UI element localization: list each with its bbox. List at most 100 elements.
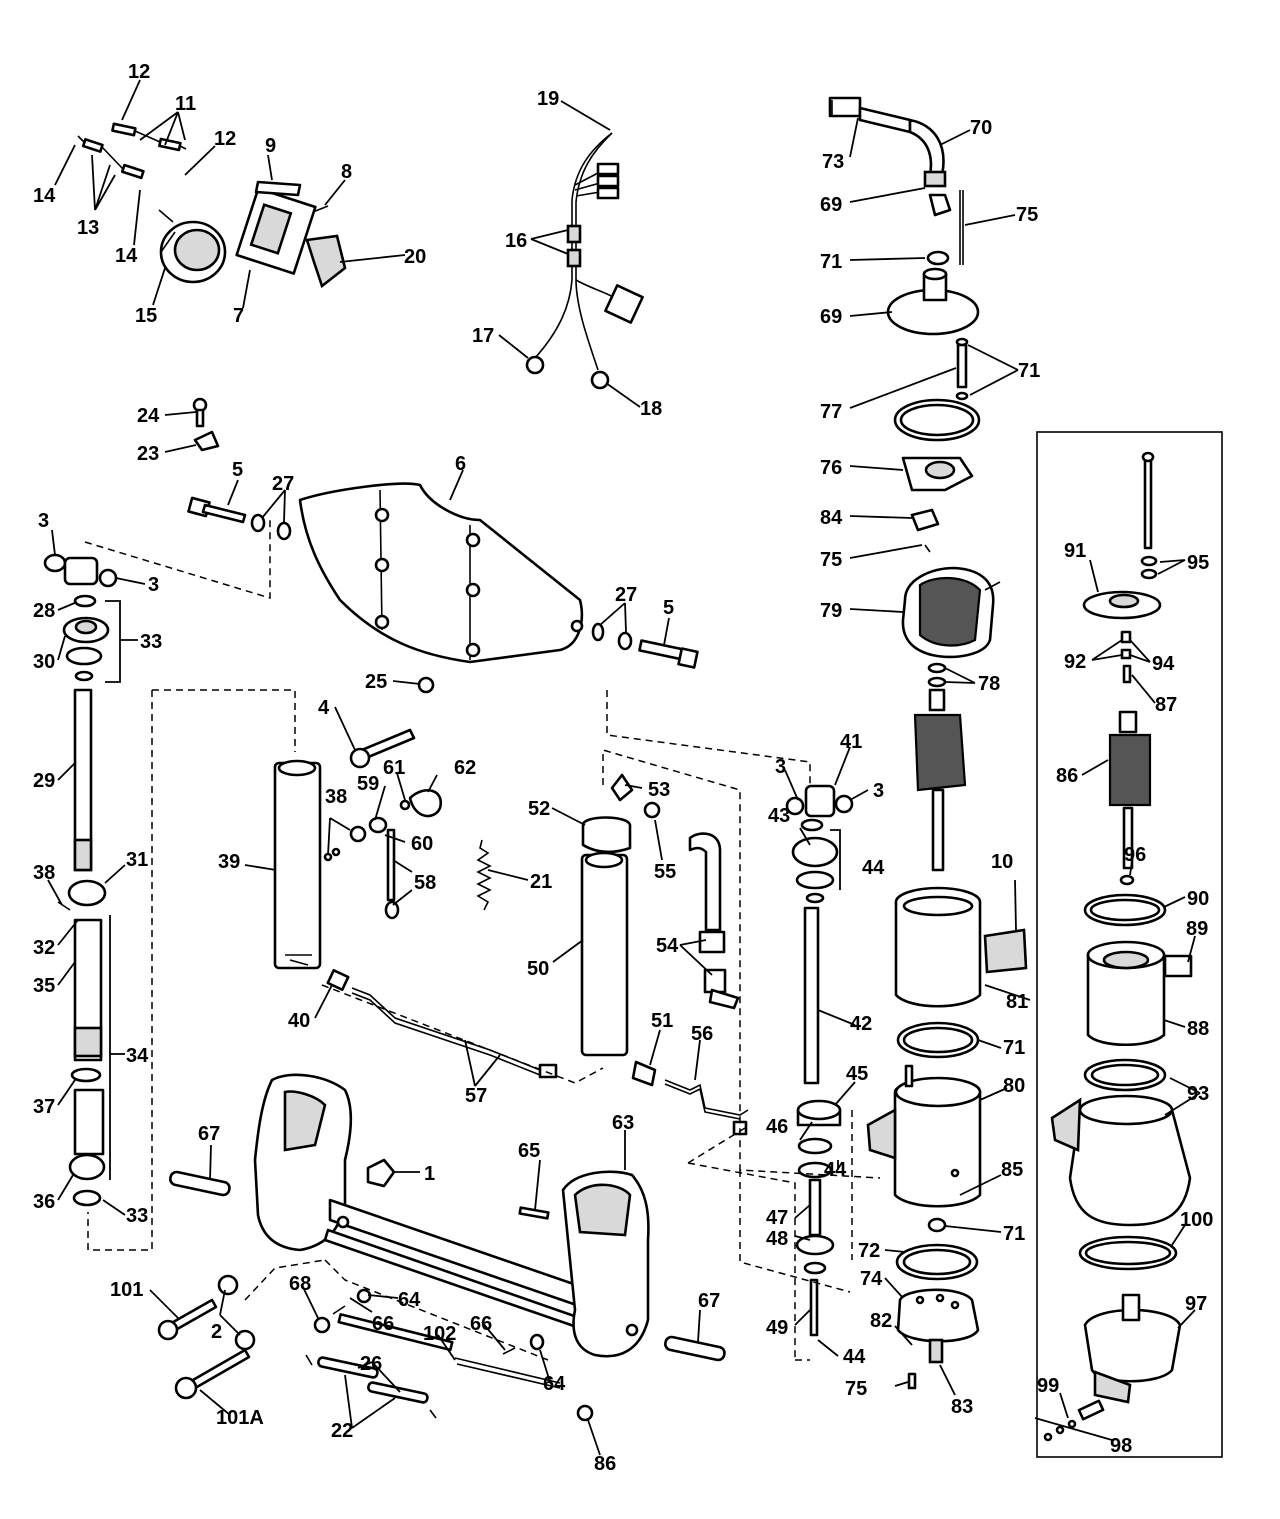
callout-12: 12: [214, 128, 236, 150]
callout-30: 30: [33, 651, 55, 673]
callout-91: 91: [1064, 540, 1086, 562]
callout-53: 53: [648, 779, 670, 801]
callout-6: 6: [455, 453, 466, 475]
callout-68: 68: [289, 1273, 311, 1295]
motor-cable-and-cap: [828, 96, 1001, 872]
callout-50: 50: [527, 958, 549, 980]
callout-61: 61: [383, 757, 405, 779]
callout-35: 35: [33, 975, 55, 997]
callout-89: 89: [1186, 918, 1208, 940]
callout-49: 49: [766, 1317, 788, 1339]
callout-24: 24: [137, 405, 160, 427]
callout-46: 46: [766, 1116, 788, 1138]
callout-26: 26: [360, 1353, 382, 1375]
callout-78: 78: [978, 673, 1000, 695]
callout-83: 83: [951, 1396, 973, 1418]
transom-brackets: [157, 1073, 726, 1422]
callout-4: 4: [318, 697, 330, 719]
callout-59: 59: [357, 773, 379, 795]
callout-57: 57: [465, 1085, 487, 1107]
bolts-and-washers: [187, 397, 699, 769]
callout-81: 81: [1006, 991, 1028, 1013]
callout-3: 3: [38, 510, 49, 532]
callout-69: 69: [820, 306, 842, 328]
callout-56: 56: [691, 1023, 713, 1045]
callout-41: 41: [840, 731, 862, 753]
callout-9: 9: [265, 135, 276, 157]
callout-11: 11: [175, 93, 196, 115]
callout-52: 52: [528, 798, 550, 820]
callout-71: 71: [820, 251, 842, 273]
callout-71: 71: [1018, 360, 1040, 382]
callout-22: 22: [331, 1420, 353, 1442]
callout-labels: 12 11 12 14 13 14 9 8 20 15 7 19 16 17 1…: [33, 61, 1213, 1475]
callout-77: 77: [820, 401, 842, 423]
alternate-motor-box: [1036, 431, 1223, 1458]
callout-102: 102: [423, 1323, 456, 1345]
callout-79: 79: [820, 600, 842, 622]
callout-38: 38: [33, 862, 55, 884]
callout-87: 87: [1155, 694, 1177, 716]
callout-55: 55: [654, 861, 676, 883]
wiring-harness: [525, 132, 644, 390]
center-cylinder-39: [273, 759, 558, 1079]
callout-3: 3: [148, 574, 159, 596]
callout-5: 5: [663, 597, 674, 619]
motor-housing-assembly: [866, 886, 1028, 1390]
callout-86: 86: [1056, 765, 1078, 787]
callout-64: 64: [543, 1373, 566, 1395]
callout-71: 71: [1003, 1223, 1025, 1245]
callout-67: 67: [698, 1290, 720, 1312]
trim-gauge-assembly: [77, 122, 347, 289]
callout-80: 80: [1003, 1075, 1025, 1097]
callout-14: 14: [33, 185, 56, 207]
callout-3: 3: [873, 780, 884, 802]
left-trim-cylinder: [43, 553, 118, 1207]
callout-8: 8: [341, 161, 352, 183]
callout-75: 75: [820, 549, 842, 571]
callout-88: 88: [1187, 1018, 1209, 1040]
callout-62: 62: [454, 757, 476, 779]
callout-36: 36: [33, 1191, 55, 1213]
callout-85: 85: [1001, 1159, 1023, 1181]
callout-31: 31: [126, 849, 148, 871]
callout-95: 95: [1187, 552, 1209, 574]
callout-93: 93: [1187, 1083, 1209, 1105]
callout-63: 63: [612, 1112, 634, 1134]
callout-70: 70: [970, 117, 992, 139]
callout-72: 72: [858, 1240, 880, 1262]
mounting-bracket-6: [298, 482, 584, 664]
callout-92: 92: [1064, 651, 1086, 673]
callout-34: 34: [126, 1045, 149, 1067]
callout-48: 48: [766, 1228, 788, 1250]
callout-39: 39: [218, 851, 240, 873]
callout-44: 44: [862, 857, 885, 879]
callout-65: 65: [518, 1140, 540, 1162]
callout-44: 44: [843, 1346, 866, 1368]
callout-76: 76: [820, 457, 842, 479]
callout-7: 7: [233, 305, 244, 327]
callout-82: 82: [870, 1310, 892, 1332]
callout-54: 54: [656, 935, 679, 957]
callout-90: 90: [1187, 888, 1209, 910]
callout-75: 75: [1016, 204, 1038, 226]
callout-74: 74: [860, 1268, 883, 1290]
callout-73: 73: [822, 151, 844, 173]
callout-27: 27: [272, 473, 294, 495]
callout-69: 69: [820, 194, 842, 216]
callout-101a: 101A: [216, 1407, 264, 1429]
trim-rod-assembly: [785, 784, 854, 1337]
callout-27: 27: [615, 584, 637, 606]
callout-44: 44: [824, 1159, 847, 1181]
callout-43: 43: [768, 805, 790, 827]
callout-66: 66: [470, 1313, 492, 1335]
callout-23: 23: [137, 443, 159, 465]
callout-101: 101: [110, 1279, 143, 1301]
callout-17: 17: [472, 325, 494, 347]
callout-42: 42: [850, 1013, 872, 1035]
callout-5: 5: [232, 459, 243, 481]
callout-29: 29: [33, 770, 55, 792]
callout-32: 32: [33, 937, 55, 959]
callout-15: 15: [135, 305, 157, 327]
